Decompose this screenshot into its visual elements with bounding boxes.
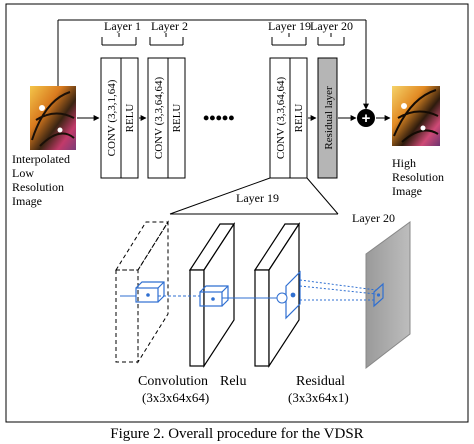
outer-frame: [5, 3, 469, 423]
input-volume: [115, 220, 169, 364]
layer-2-relu-label: RELU: [171, 104, 183, 133]
layer-1-conv-label: CONV (3,3,1,64): [106, 79, 118, 156]
input-label-line1: Interpolated: [12, 152, 70, 166]
output-label-line2: Resolution: [392, 170, 444, 184]
figure-caption: Figure 2. Overall procedure for the VDSR: [110, 426, 363, 442]
convolution-dims: (3x3x64x64): [142, 390, 209, 405]
output-image: [392, 86, 440, 146]
layer-2-block: CONV (3,3,64,64) RELU: [147, 33, 186, 179]
layer-19-detail-title: Layer 19: [236, 191, 279, 205]
input-label-line3: Resolution: [12, 180, 64, 194]
kernel-dot-2: [211, 297, 215, 301]
convolution-volume: [188, 221, 236, 369]
kernel-cube-2: [199, 285, 229, 307]
layer-1-title: Layer 1: [104, 19, 141, 33]
residual-layer-label: Residual layer: [323, 86, 335, 150]
layer-20-detail-title: Layer 20: [352, 211, 395, 225]
residual-connector: [276, 292, 288, 304]
kernel-dot-1: [146, 293, 150, 297]
svg-text:+: +: [362, 110, 371, 127]
residual-output-plane: [365, 221, 411, 370]
ellipsis: •••••: [203, 108, 235, 128]
layer-19-relu-label: RELU: [293, 104, 305, 133]
output-pixel-marker: [373, 282, 384, 308]
layer-19-relu-box: [289, 57, 308, 179]
layer-20-title: Layer 20: [310, 19, 353, 33]
residual-kernel: [285, 270, 301, 320]
layer-1-block: CONV (3,3,1,64) RELU: [100, 33, 139, 179]
kernel-cube-1: [135, 281, 165, 303]
layer-19-title: Layer 19: [268, 19, 311, 33]
layer-2-title: Layer 2: [151, 19, 188, 33]
layer-2-conv-label: CONV (3,3,64,64): [153, 77, 165, 160]
convolution-label: Convolution: [138, 374, 208, 389]
residual-label: Residual: [296, 374, 345, 389]
output-label-line3: Image: [392, 184, 422, 198]
residual-layer-box: [317, 57, 338, 179]
input-label-line4: Image: [12, 194, 42, 208]
relu-label: Relu: [220, 374, 246, 389]
layer-1-relu-box: [120, 57, 139, 179]
layer-20-block: Residual layer: [317, 33, 345, 179]
zoom-line-left: [169, 177, 271, 215]
layer-19-block: CONV (3,3,64,64) RELU: [269, 33, 308, 179]
input-label-line2: Low: [12, 166, 34, 180]
plus-icon: +: [357, 109, 375, 127]
zoom-line-right: [306, 177, 339, 215]
layer-2-relu-box: [167, 57, 186, 179]
layer-19-conv-label: CONV (3,3,64,64): [275, 77, 287, 160]
input-image: [30, 86, 76, 150]
output-pixel-dot: [376, 293, 381, 297]
residual-dims: (3x3x64x1): [288, 390, 349, 405]
layer-1-relu-label: RELU: [124, 104, 136, 133]
output-label-line1: High: [392, 156, 416, 170]
flow-lines: [120, 279, 377, 301]
